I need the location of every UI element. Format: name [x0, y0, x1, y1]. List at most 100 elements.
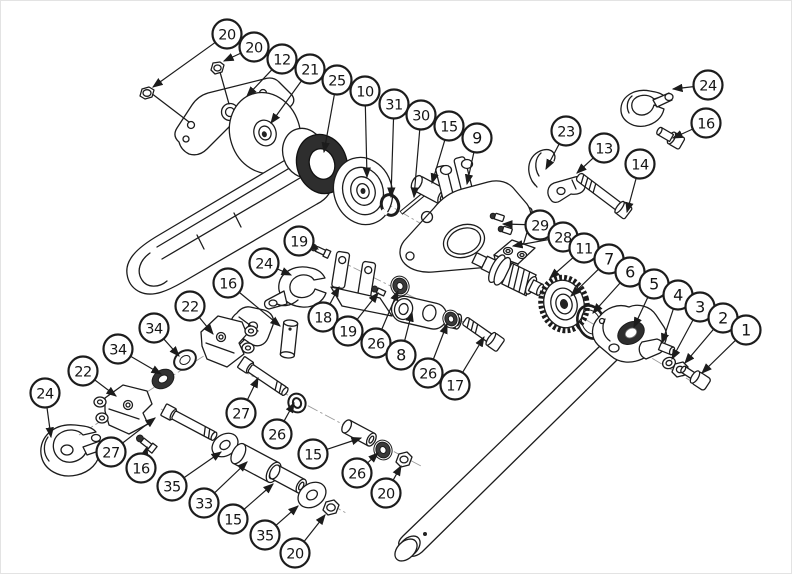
leader-line-20: [222, 52, 242, 62]
part-bolt-small: [656, 126, 686, 150]
callout-balloon-26: 26: [261, 418, 293, 450]
callout-number: 16: [132, 461, 150, 477]
callout-number: 26: [367, 336, 385, 352]
callout-number: 11: [575, 241, 592, 257]
leader-line-17: [461, 335, 485, 373]
callout-number: 16: [697, 116, 715, 132]
callout-number: 8: [396, 345, 406, 364]
callout-balloon-20: 20: [211, 18, 243, 50]
leader-line-19: [356, 292, 379, 320]
callout-balloon-34: 34: [102, 333, 134, 365]
callout-number: 27: [232, 406, 249, 422]
part-nut: [322, 499, 340, 516]
leader-line-26: [432, 322, 448, 360]
leader-line-13: [576, 157, 594, 174]
callout-balloon-9: 9: [461, 122, 493, 154]
callout-number: 15: [224, 512, 241, 528]
callout-number: 27: [102, 445, 119, 461]
leader-line-24: [277, 267, 293, 276]
callout-number: 19: [339, 324, 357, 340]
callout-balloon-1: 1: [730, 314, 762, 346]
callout-number: 22: [181, 299, 198, 315]
part-grease-zerk: [371, 285, 387, 297]
callout-number: 21: [301, 62, 318, 78]
leader-line-12: [246, 69, 273, 97]
leader-line-15: [430, 139, 446, 185]
callout-number: 10: [356, 84, 374, 100]
callout-balloon-8: 8: [385, 339, 417, 371]
part-spring-clip: [528, 148, 556, 188]
part-clevis-pin: [279, 319, 299, 359]
callout-number: 26: [268, 427, 286, 443]
part-pin: [268, 464, 308, 494]
callout-number: 14: [631, 157, 649, 173]
leader-line-26: [367, 452, 379, 464]
leader-line-22: [198, 316, 214, 335]
leader-line-15: [243, 483, 274, 510]
callout-balloon-19: 19: [332, 315, 364, 347]
part-clevis-lower: [93, 384, 153, 435]
callout-balloon-10: 10: [349, 75, 381, 107]
callout-number: 20: [286, 546, 304, 562]
callout-balloon-35: 35: [249, 519, 281, 551]
leader-line-18: [329, 285, 340, 305]
callout-number: 35: [256, 528, 273, 544]
callout-number: 34: [109, 342, 127, 358]
leader-line-3: [671, 319, 694, 361]
callout-number: 31: [385, 97, 402, 113]
callout-number: 19: [290, 234, 308, 250]
callout-balloon-27: 27: [95, 436, 127, 468]
callout-balloon-12: 12: [266, 43, 298, 75]
callout-balloon-14: 14: [624, 148, 656, 180]
leader-line-16: [238, 291, 281, 327]
leader-line-30: [410, 129, 421, 199]
part-worm-shaft: [471, 252, 545, 297]
leader-line-27: [122, 417, 156, 444]
callout-balloon-20: 20: [279, 537, 311, 569]
leader-line-16: [671, 128, 694, 139]
callout-balloon-22: 22: [67, 355, 99, 387]
callout-balloon-31: 31: [378, 88, 410, 120]
leader-line-31: [387, 118, 396, 199]
callout-balloon-16: 16: [690, 107, 722, 139]
callout-balloon-34: 34: [138, 312, 170, 344]
leader-line-34: [163, 338, 180, 357]
leader-line-14: [625, 177, 637, 214]
part-flange-nut: [210, 61, 225, 75]
part-u-bracket: [330, 250, 393, 317]
callout-number: 18: [314, 310, 332, 326]
callout-balloon-33: 33: [188, 487, 220, 519]
leader-line-35: [183, 451, 222, 479]
leader-line-24: [671, 83, 694, 93]
leader-line-27: [246, 376, 259, 401]
callout-balloon-30: 30: [405, 99, 437, 131]
part-ratchet-gear: [538, 274, 590, 334]
callout-number: 26: [419, 366, 437, 382]
callout-number: 33: [195, 496, 213, 512]
leader-line-28: [511, 238, 549, 249]
leader-line-1: [701, 339, 737, 374]
part-socket-bolt: [680, 365, 711, 391]
callout-balloon-24: 24: [692, 69, 724, 101]
callout-number: 1: [741, 320, 751, 339]
callout-balloon-15: 15: [217, 503, 249, 535]
callout-balloon-16: 16: [125, 452, 157, 484]
callout-number: 15: [440, 119, 457, 135]
callout-number: 24: [36, 386, 54, 402]
leader-line-7: [570, 268, 600, 297]
callout-balloon-20: 20: [370, 477, 402, 509]
part-grab-hook-upper: [620, 89, 674, 127]
callout-number: 20: [245, 40, 263, 56]
callout-balloon-18: 18: [307, 301, 339, 333]
part-bolt-long: [575, 172, 633, 220]
leader-line-15: [326, 437, 363, 450]
leader-line-10: [362, 105, 371, 179]
callout-number: 2: [718, 308, 728, 327]
callout-number: 9: [472, 128, 482, 147]
callout-balloon-17: 17: [439, 369, 471, 401]
leader-line-4: [661, 308, 674, 345]
callout-number: 13: [595, 141, 613, 157]
callout-number: 24: [255, 256, 273, 272]
